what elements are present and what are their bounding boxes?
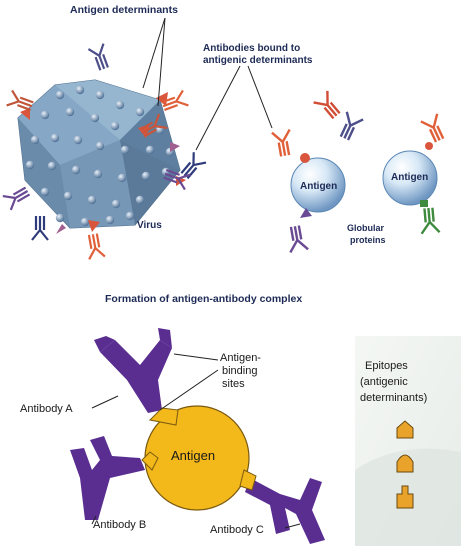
antibody-icon (31, 216, 49, 241)
virus-surface-knob (80, 217, 90, 227)
virus-surface-knob (40, 110, 50, 120)
antibody-icon (289, 225, 309, 254)
antigen-determinants-label: Antigen determinants (70, 4, 178, 16)
epitopes-label-line2: (antigenic (360, 376, 408, 388)
top-panel: Virus Antigen determinants Antibodies bo… (2, 4, 445, 305)
antibody-c-icon (245, 478, 325, 544)
virus-surface-knob (111, 199, 121, 209)
leader-line (173, 353, 219, 361)
antibody-icon (180, 152, 207, 180)
virus-surface-knob (115, 100, 125, 110)
epitope-stepped-icon (396, 485, 414, 509)
virus-surface-knob (55, 90, 65, 100)
antibody-icon (6, 89, 34, 111)
virus-surface-knob (73, 135, 83, 145)
antigen-label: Antigen (171, 448, 215, 463)
globular-proteins-label-line2: proteins (350, 235, 386, 245)
leader-line (284, 523, 301, 529)
globular-proteins-label-line1: Globular (347, 223, 384, 233)
figure-caption: Formation of antigen-antibody complex (105, 293, 302, 305)
virus-surface-knob (117, 173, 127, 183)
leader-line (195, 65, 241, 151)
virus-surface-knob (95, 141, 105, 151)
leader-line (247, 65, 273, 129)
antibody-icon (420, 113, 445, 143)
antibodies-bound-label-line1: Antibodies bound to (203, 43, 300, 54)
antibody-icon (420, 207, 441, 235)
virus-surface-knob (95, 90, 105, 100)
epitopes-label-line1: Epitopes (365, 360, 408, 372)
antibody-icon (271, 128, 291, 157)
epitopes-label-line3: determinants) (360, 392, 427, 404)
antibody-icon (161, 89, 189, 111)
virus-surface-knob (30, 135, 40, 145)
binding-sites-label-line2: binding (222, 365, 257, 377)
virus-surface-knob (145, 145, 155, 155)
virus-surface-knob (75, 85, 85, 95)
virus-surface-knob (110, 121, 120, 131)
virus-surface-knob (90, 113, 100, 123)
virus-surface-knob (93, 169, 103, 179)
leader-line (91, 395, 119, 409)
leader-line (159, 369, 219, 411)
virus-surface-knob (135, 107, 145, 117)
virus-surface-knob (125, 211, 135, 221)
virus-surface-knob (25, 160, 35, 170)
virus-surface-knob (55, 213, 65, 223)
antibody-a-label: Antibody A (20, 403, 73, 415)
antigen-icon (141, 405, 257, 511)
virus-surface-knob (71, 165, 81, 175)
antibody-icon (87, 43, 109, 71)
virus-surface-knob (50, 133, 60, 143)
epitope-rounded-icon (396, 454, 414, 473)
virus-label: Virus (137, 220, 162, 231)
antibody-a-icon (94, 328, 172, 413)
antibody-b-label: Antibody B (93, 519, 146, 531)
bottom-panel: Antigen Antigen- binding sites Antibody … (20, 328, 461, 546)
virus-surface-knob (105, 215, 115, 225)
globular-protein-2 (382, 142, 438, 207)
virus-icon (17, 79, 186, 234)
globular-protein-1 (290, 153, 346, 218)
antibody-c-label: Antibody C (210, 524, 264, 536)
leader-line (142, 17, 166, 89)
antigen-label-2: Antigen (391, 172, 428, 183)
binding-sites-label-line1: Antigen- (220, 352, 261, 364)
virus-surface-knob (65, 107, 75, 117)
leader-line (157, 17, 166, 107)
antibody-icon (2, 186, 31, 211)
virus-surface-knob (135, 195, 145, 205)
virus-surface-knob (87, 195, 97, 205)
antibody-icon (313, 90, 341, 120)
antibodies-bound-label-line2: antigenic determinants (203, 55, 313, 66)
antibody-b-icon (70, 436, 145, 520)
virus-surface-knob (141, 171, 151, 181)
virus-surface-knob (40, 187, 50, 197)
binding-sites-label-line3: sites (222, 378, 245, 390)
antibody-icon (339, 111, 364, 141)
antibody-icon (163, 169, 191, 191)
virus-surface-knob (120, 145, 130, 155)
leader-line (91, 515, 97, 525)
epitope-pointed-icon (396, 420, 414, 439)
virus-surface-knob (63, 191, 73, 201)
antibody-icon (87, 233, 106, 260)
virus-surface-knob (47, 161, 57, 171)
antigen-label-1: Antigen (300, 181, 337, 192)
antibody-icon (139, 113, 168, 138)
